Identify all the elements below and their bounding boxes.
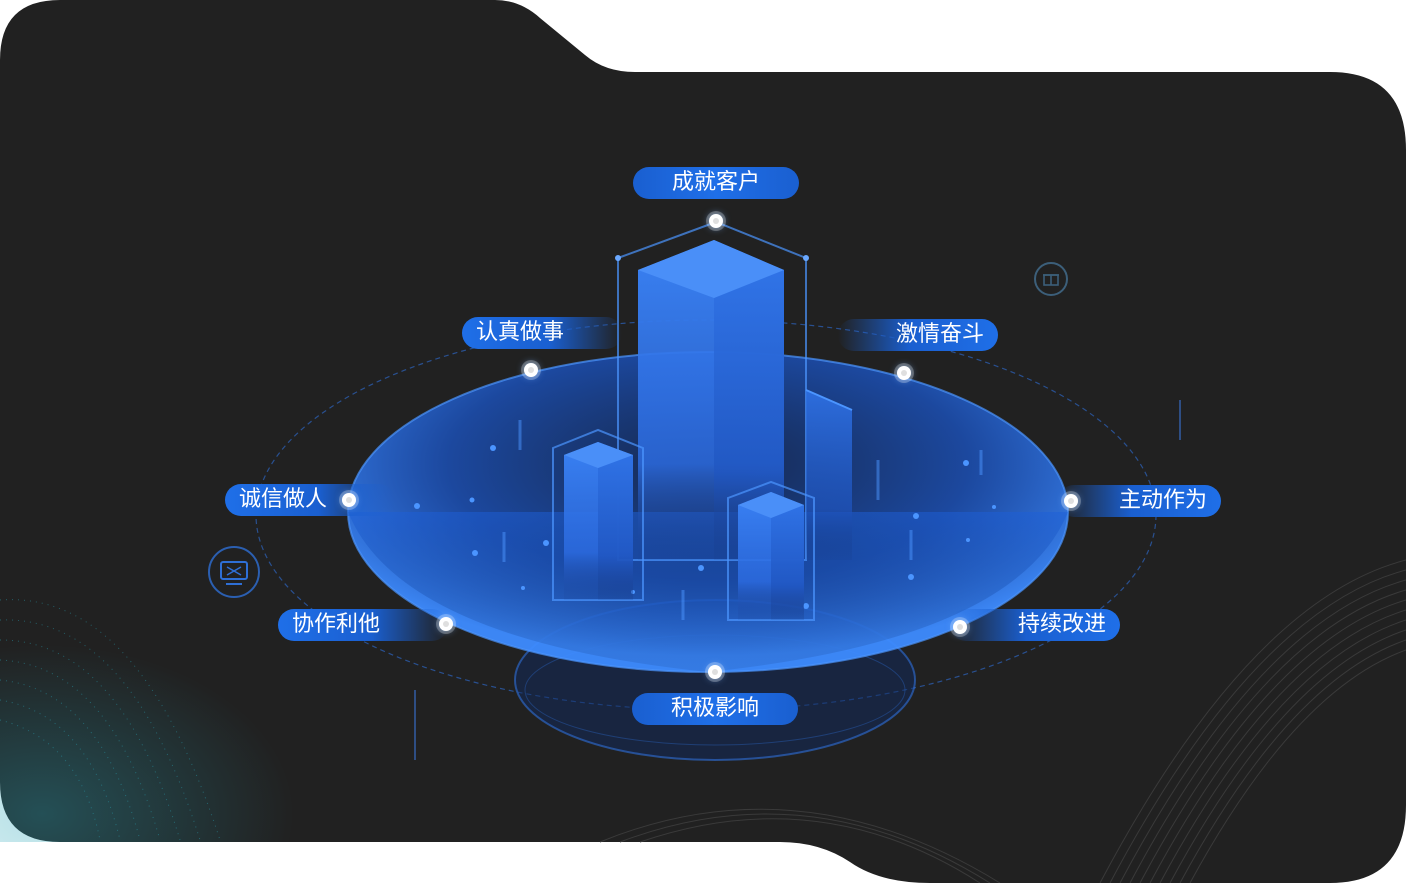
- label-bottom: 积极影响: [632, 693, 798, 725]
- node-dot-upper-left: [524, 363, 538, 377]
- building-right: [727, 480, 815, 621]
- monitor-icon: [208, 546, 260, 598]
- building-left: [552, 428, 644, 601]
- label-left: 诚信做人: [225, 484, 395, 516]
- node-dot-bottom: [708, 665, 722, 679]
- label-lower-right: 持续改进: [950, 609, 1120, 641]
- label-top: 成就客户: [633, 167, 799, 199]
- node-dot-upper-right: [897, 366, 911, 380]
- disc-light-streaks: [502, 420, 983, 620]
- label-upper-left: 认真做事: [462, 317, 622, 349]
- node-dot-left: [342, 493, 356, 507]
- particles: [414, 445, 996, 609]
- dotted-wave-left: [0, 599, 221, 841]
- node-dot-lower-left: [439, 617, 453, 631]
- gift-icon: [1034, 262, 1068, 296]
- node-dot-right: [1064, 494, 1078, 508]
- line-wave-right: [599, 559, 1406, 883]
- label-upper-right: 激情奋斗: [838, 319, 998, 351]
- label-lower-left: 协作利他: [278, 609, 448, 641]
- label-right: 主动作为: [1058, 485, 1221, 517]
- wave-glow-left: [0, 560, 420, 842]
- node-dot-top: [709, 214, 723, 228]
- building-tall: [615, 220, 809, 561]
- node-dot-lower-right: [953, 620, 967, 634]
- building-right-back: [805, 389, 853, 560]
